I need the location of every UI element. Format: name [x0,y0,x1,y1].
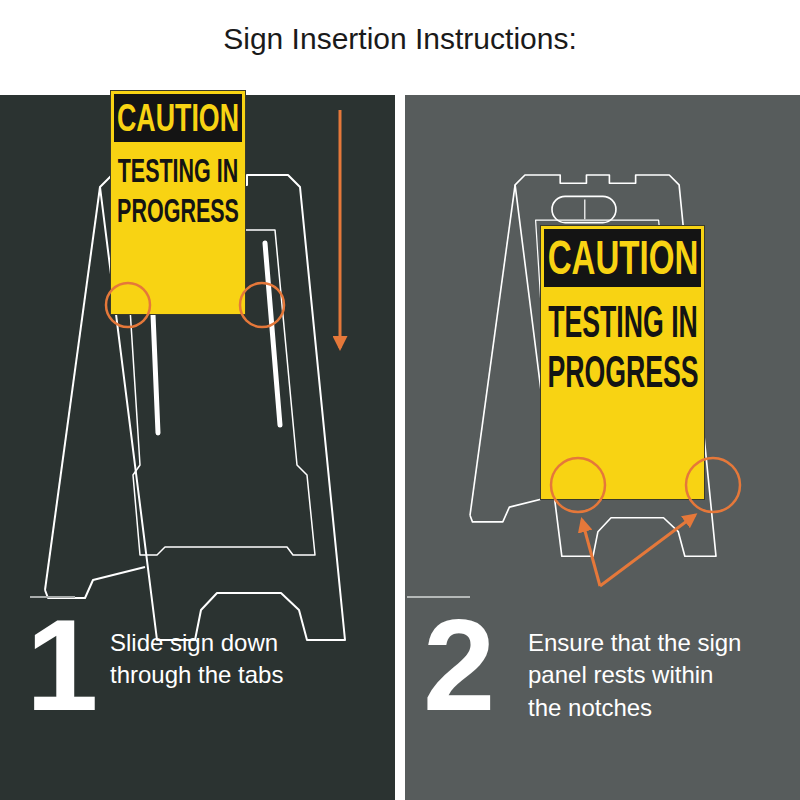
title: Sign Insertion Instructions: [0,22,800,56]
instruction-panel: 1Slide sign down through the tabs CAUTION… [0,95,395,800]
step-number: 1 [26,600,98,730]
sign-message: TESTING IN PROGRESS [547,297,698,397]
step-instruction: Slide sign down through the tabs [110,627,365,692]
separator [407,596,470,598]
notch-circle [551,458,605,512]
sign-heading: CAUTION [547,229,698,287]
pointer-arrow [582,520,600,586]
tab-circle [106,283,150,327]
tab-circle [240,283,284,327]
caution-sign: CAUTION TESTING IN PROGRESS [110,90,246,315]
step-number: 2 [423,600,495,730]
direction-arrow [339,110,342,348]
notch-circle [686,458,740,512]
pointer-arrow [600,515,695,586]
instruction-panel: 2 Ensure that the sign panel rests within… [405,95,800,800]
sign-message: TESTING IN PROGRESS [117,150,239,230]
caution-band: CAUTION [544,229,701,287]
left-panel-ground [0,95,395,800]
separator [30,596,75,598]
right-panel-ground [405,95,800,800]
step-instruction: Ensure that the sign panel rests within … [528,627,748,724]
caution-sign: CAUTION TESTING IN PROGRESS [540,225,705,500]
caution-band: CAUTION [114,94,242,142]
a-frame-sign-stand [470,175,716,556]
sign-heading: CAUTION [117,94,239,142]
